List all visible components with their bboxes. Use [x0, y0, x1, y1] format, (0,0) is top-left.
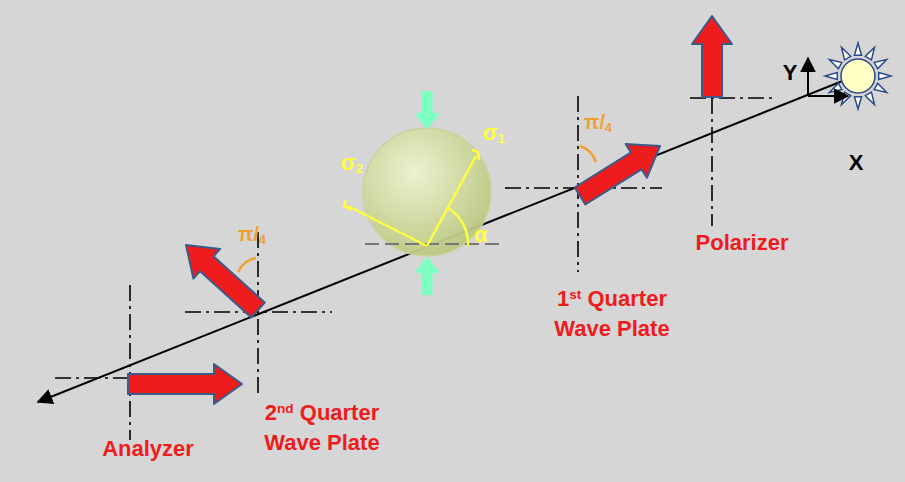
disk-specimen [363, 128, 491, 256]
sun-ray [829, 83, 841, 92]
polarization-arrow [128, 364, 242, 404]
component-label: 1st Quarter Wave Plate [537, 284, 687, 343]
sun-ray [825, 72, 837, 79]
angle-arcs [238, 146, 596, 272]
sun-ray [854, 97, 861, 109]
coordinate-axes [808, 58, 848, 96]
component-label: Analyzer [102, 436, 194, 462]
axis-label: X [849, 150, 864, 176]
sun-ray [879, 72, 891, 79]
sun-ray [874, 60, 886, 69]
light-source [825, 43, 891, 109]
sun-ray [829, 60, 841, 69]
component-label: 2nd Quarter Wave Plate [247, 398, 397, 457]
component-label: Polarizer [696, 230, 789, 256]
sun-ray [842, 92, 851, 104]
angle-label: π/4 [584, 110, 612, 134]
stress-label: σ2 [341, 150, 364, 176]
compression-arrow [416, 92, 438, 128]
principal-stress-axes [344, 150, 479, 246]
optical-axis [38, 76, 855, 402]
sun-ray [865, 47, 874, 59]
axis-label: Y [783, 60, 798, 86]
polarization-arrow [186, 245, 265, 317]
sun-ray [854, 43, 861, 55]
compression-arrow [416, 258, 438, 294]
polarization-arrow [692, 16, 732, 97]
polarization-arrow [575, 144, 660, 205]
stress-label: σ1 [483, 120, 506, 146]
angle-label: π/4 [238, 222, 266, 246]
angle-label: α [474, 222, 488, 248]
reference-lines [55, 96, 772, 440]
sun-ray [874, 83, 886, 92]
sun-ray [842, 47, 851, 59]
sun-ray [865, 92, 874, 104]
